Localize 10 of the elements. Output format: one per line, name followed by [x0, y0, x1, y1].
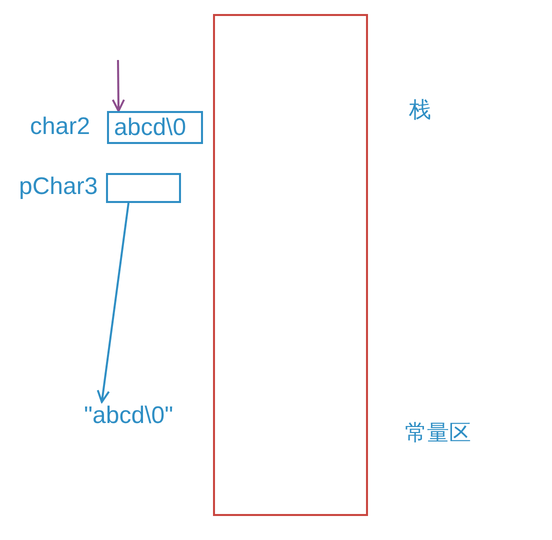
variable-name: char2	[30, 113, 90, 142]
memory-cell: abcd\0	[107, 111, 203, 144]
string-literal: "abcd\0"	[84, 402, 174, 431]
memory-cell	[106, 173, 181, 203]
arrow	[96, 202, 130, 403]
arrow	[112, 60, 125, 112]
memory-block	[213, 14, 368, 516]
region-label: 常量区	[405, 420, 471, 446]
variable-name: pChar3	[19, 173, 98, 202]
region-label: 栈	[409, 97, 431, 124]
